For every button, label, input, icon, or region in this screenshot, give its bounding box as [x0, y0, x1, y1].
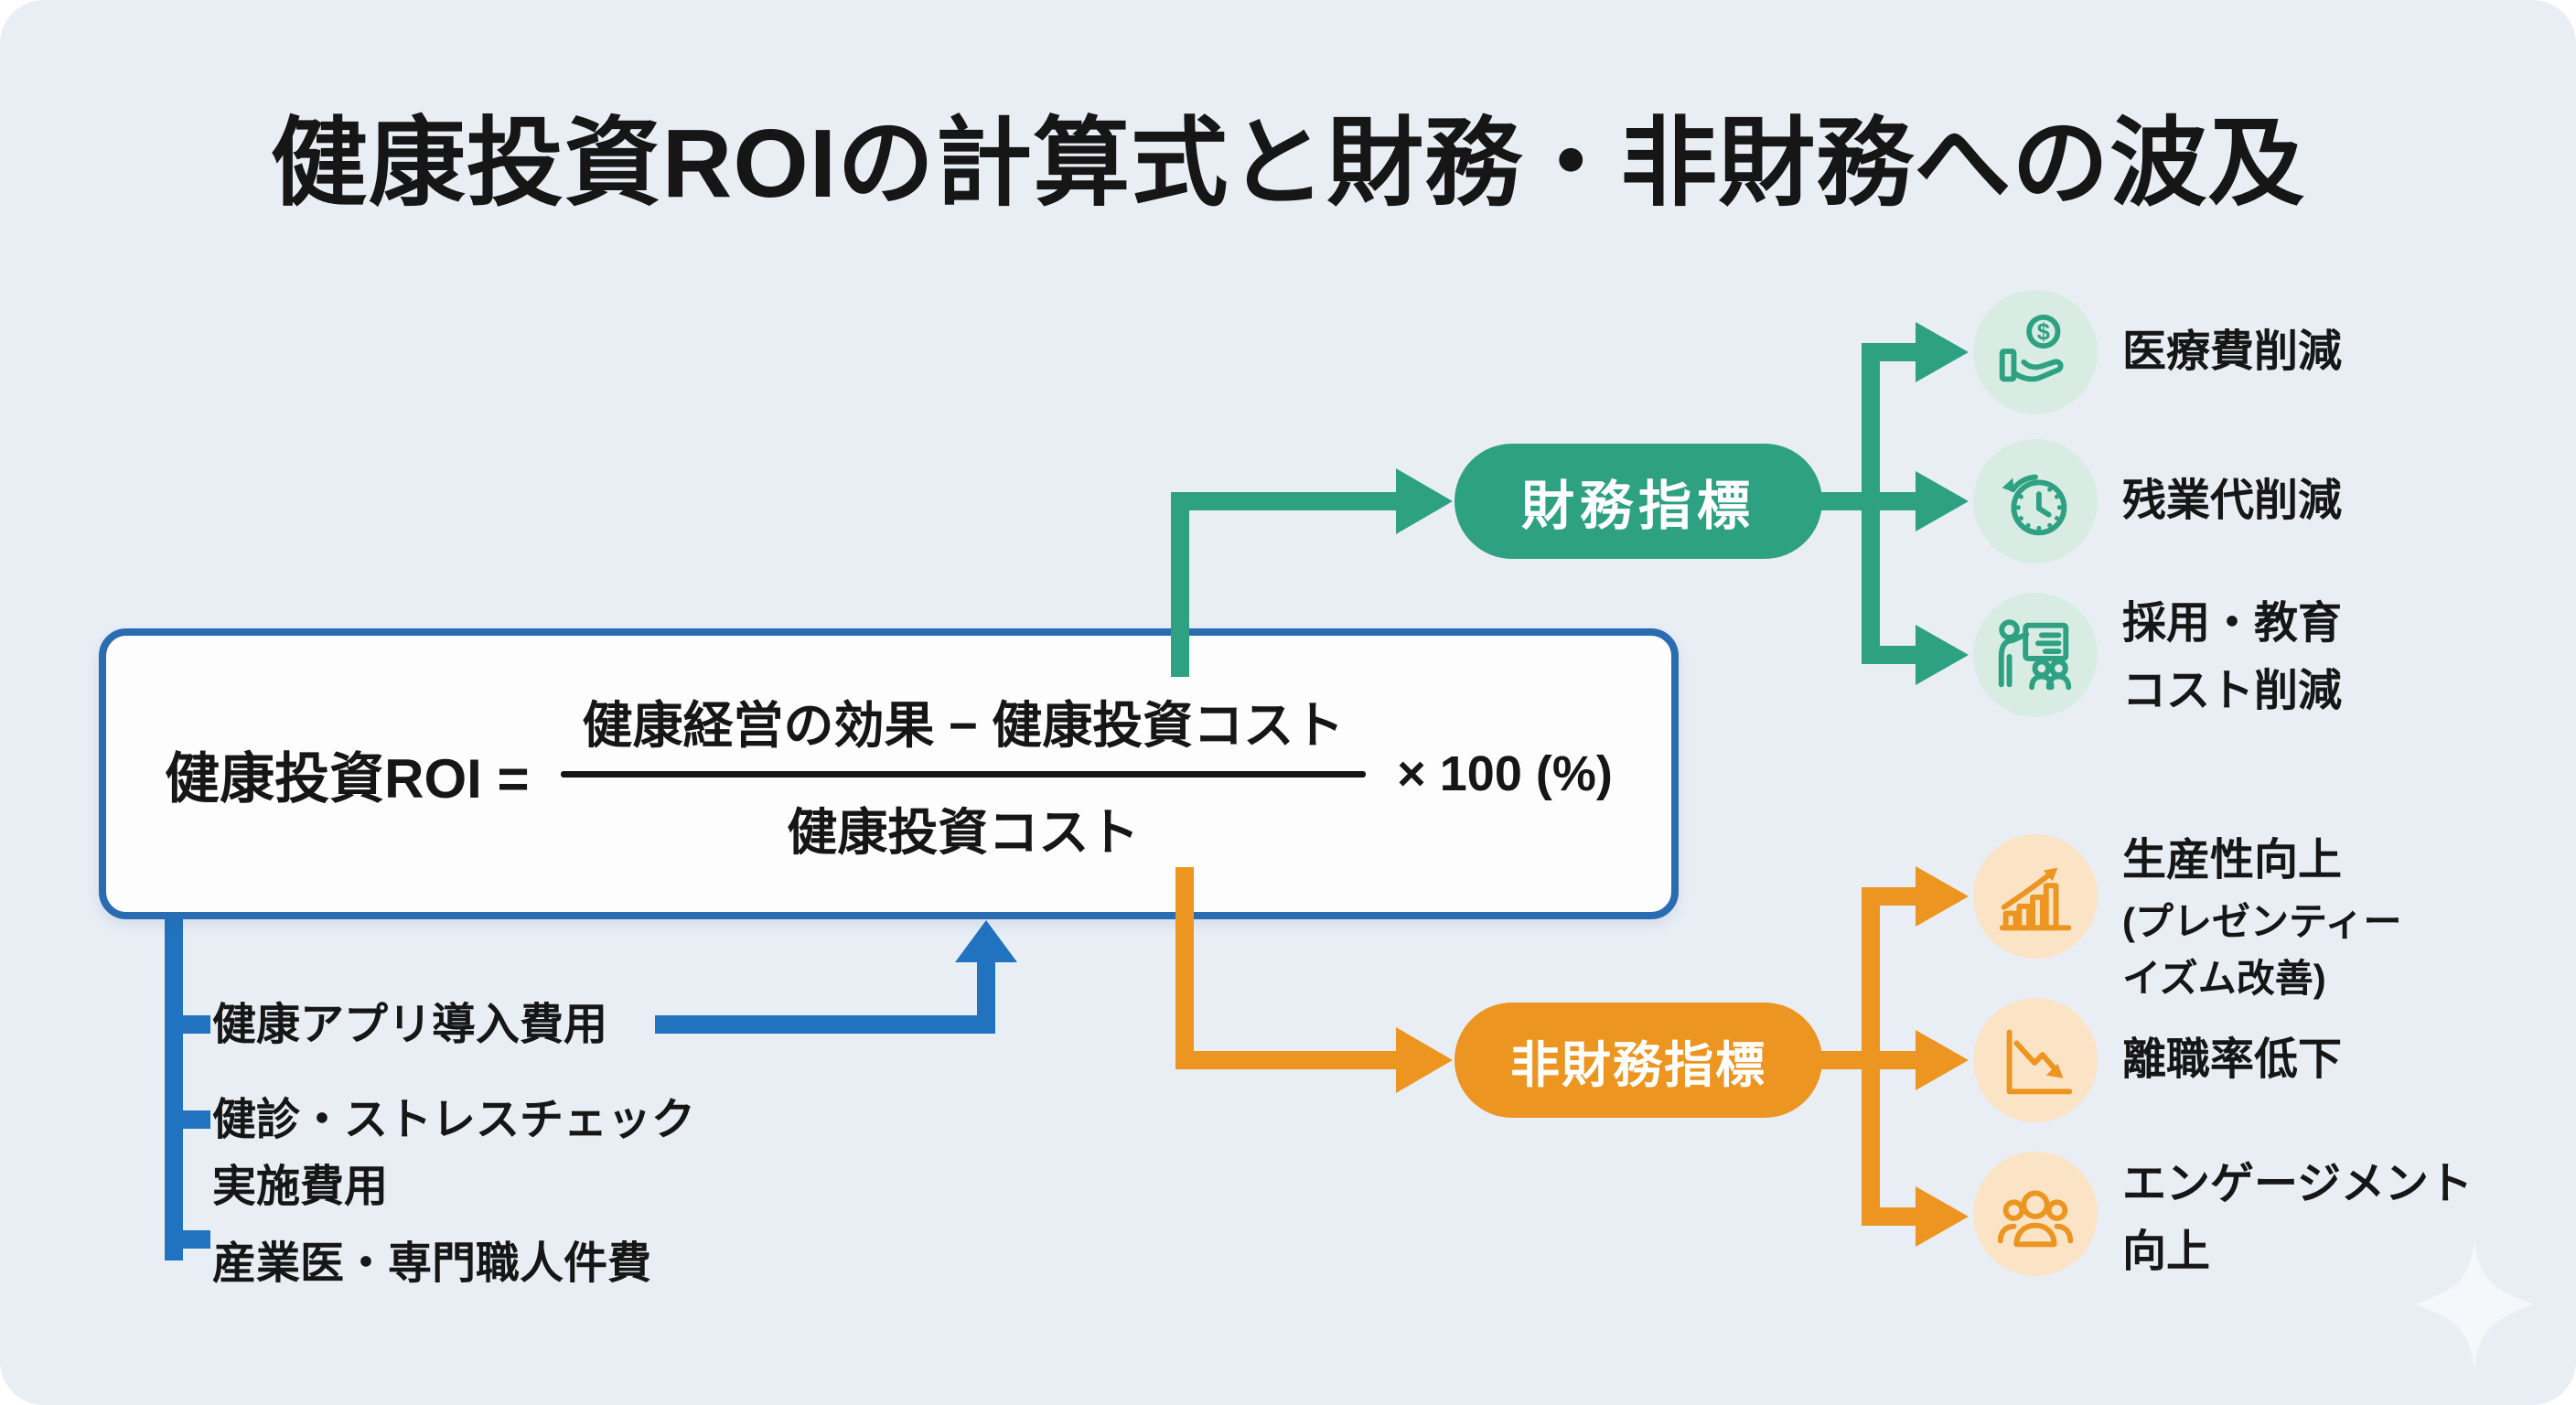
svg-text:$: $ [2037, 319, 2050, 345]
growth-chart-icon [1999, 867, 2072, 931]
green-arrowhead-to-pill [1396, 468, 1453, 534]
green-branch-line-3 [1862, 646, 1917, 664]
financial-pill: 財務指標 [1454, 444, 1822, 559]
green-arrowhead-2 [1916, 471, 1969, 531]
medical-cost-item-circle: $ [1973, 290, 2098, 414]
cost-item-1: 健康アプリ導入費用 [212, 1001, 608, 1049]
formula-lhs: 健康投資ROI = [165, 747, 530, 810]
financial-item-label-3: 採用・教育 コスト削減 [2122, 599, 2343, 715]
financial-item-label-1: 医療費削減 [2122, 327, 2343, 376]
blue-tick-3 [165, 1230, 210, 1249]
formula-denominator: 健康投資コスト [787, 803, 1140, 861]
green-arrowhead-3 [1916, 625, 1969, 685]
orange-elbow-horizontal [1175, 1051, 1398, 1069]
page-title: 健康投資ROIの計算式と財務・非財務への波及 [270, 110, 2306, 218]
orange-branch-line-3 [1862, 1207, 1917, 1226]
green-elbow-horizontal [1171, 492, 1398, 510]
orange-arrowhead-2 [1916, 1030, 1969, 1090]
green-branch-line-1 [1862, 343, 1917, 361]
financial-pill-label: 財務指標 [1520, 477, 1755, 536]
blue-tick-1 [165, 1015, 210, 1034]
formula-fraction: 健康経営の効果 − 健康投資コスト 健康投資コスト [560, 684, 1367, 864]
nonfinancial-item-label-1: 生産性向上 (プレゼンティー イズム改善) [2122, 836, 2402, 1000]
blue-feedback-vertical [977, 960, 995, 1034]
green-trunk [1862, 343, 1880, 664]
blue-trunk [165, 918, 183, 1260]
blue-tick-2 [165, 1110, 210, 1129]
orange-arrowhead-3 [1916, 1186, 1969, 1247]
orange-branch-line-1 [1862, 887, 1917, 906]
orange-elbow-vertical [1175, 867, 1194, 1069]
cost-item-3: 産業医・専門職人件費 [212, 1239, 652, 1288]
nonfinancial-item-label-3: エンゲージメント 向上 [2122, 1160, 2474, 1276]
hand-coin-icon: $ [1999, 314, 2064, 382]
roi-formula-box: 健康投資ROI = 健康経営の効果 − 健康投資コスト 健康投資コスト × 10… [99, 628, 1679, 919]
formula-factor: × 100 (%) [1397, 746, 1613, 801]
orange-trunk [1862, 887, 1880, 1226]
nonfinancial-pill-label: 非財務指標 [1510, 1037, 1766, 1093]
green-elbow-vertical [1171, 492, 1189, 677]
nonfinancial-item-label-2: 離職率低下 [2122, 1035, 2343, 1084]
green-arrowhead-1 [1916, 322, 1969, 382]
clock-history-icon [2002, 474, 2067, 536]
people-group-icon [1997, 1190, 2074, 1248]
cost-item-2: 健診・ストレスチェック 実施費用 [212, 1096, 696, 1211]
decline-chart-icon [2006, 1029, 2073, 1095]
turnover-item-circle [1973, 998, 2098, 1122]
productivity-item-circle [1973, 834, 2098, 959]
fraction-bar [560, 770, 1367, 778]
financial-item-label-2: 残業代削減 [2122, 477, 2343, 525]
formula-numerator: 健康経営の効果 − 健康投資コスト [582, 696, 1345, 754]
blue-feedback-horizontal [655, 1015, 995, 1034]
engagement-item-circle [1973, 1152, 2098, 1276]
overtime-item-circle [1973, 439, 2098, 563]
orange-arrowhead-to-pill [1396, 1027, 1453, 1093]
recruiting-item-circle [1973, 593, 2098, 717]
nonfinancial-pill: 非財務指標 [1454, 1003, 1822, 1118]
blue-arrowhead-up [955, 920, 1017, 962]
orange-arrowhead-1 [1916, 866, 1969, 927]
sparkle-watermark-icon [2415, 1240, 2534, 1368]
training-icon [1998, 619, 2072, 691]
